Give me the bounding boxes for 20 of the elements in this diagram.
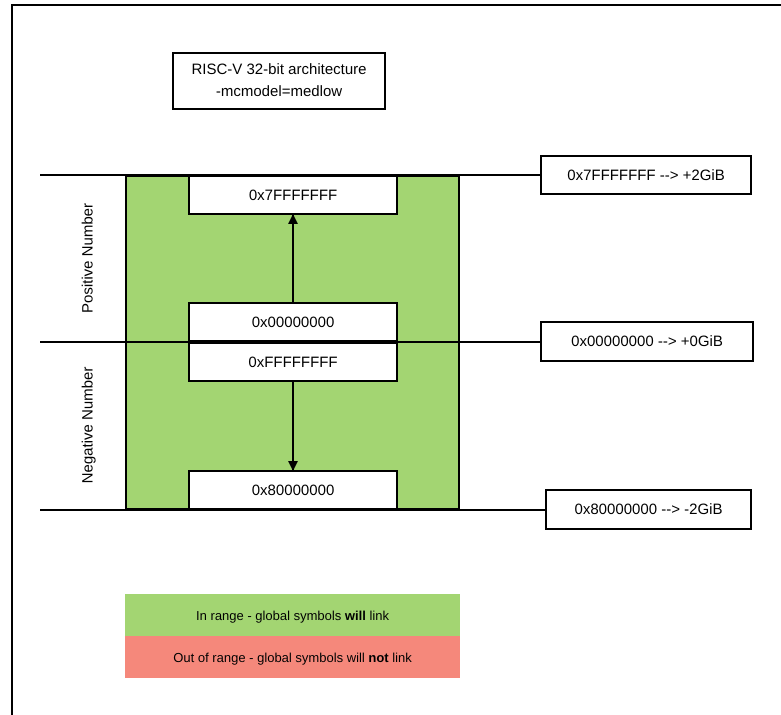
level-line [40,509,545,511]
title-box [172,52,386,110]
level-line [40,174,540,176]
address-box: 0xFFFFFFFF [188,342,398,382]
axis-label: Negative Number [80,366,96,484]
address-box: 0x80000000 [188,470,398,510]
title-text: -mcmodel=medlow [216,82,342,102]
arrow [288,214,298,302]
range-value-box: 0x7FFFFFFF --> +2GiB [540,155,752,195]
legend-swatch: Out of range - global symbols will not link [125,636,460,678]
range-value-box: 0x00000000 --> +0GiB [540,321,754,362]
address-box: 0x00000000 [188,302,398,342]
level-line [40,341,540,343]
axis-label: Positive Number [80,202,96,314]
arrow [288,382,298,471]
range-value-box: 0x80000000 --> -2GiB [545,489,752,530]
range-band [125,175,460,510]
address-box: 0x7FFFFFFF [188,175,398,215]
legend-swatch: In range - global symbols will link [125,594,460,636]
title-text: RISC-V 32-bit architecture [191,60,367,80]
